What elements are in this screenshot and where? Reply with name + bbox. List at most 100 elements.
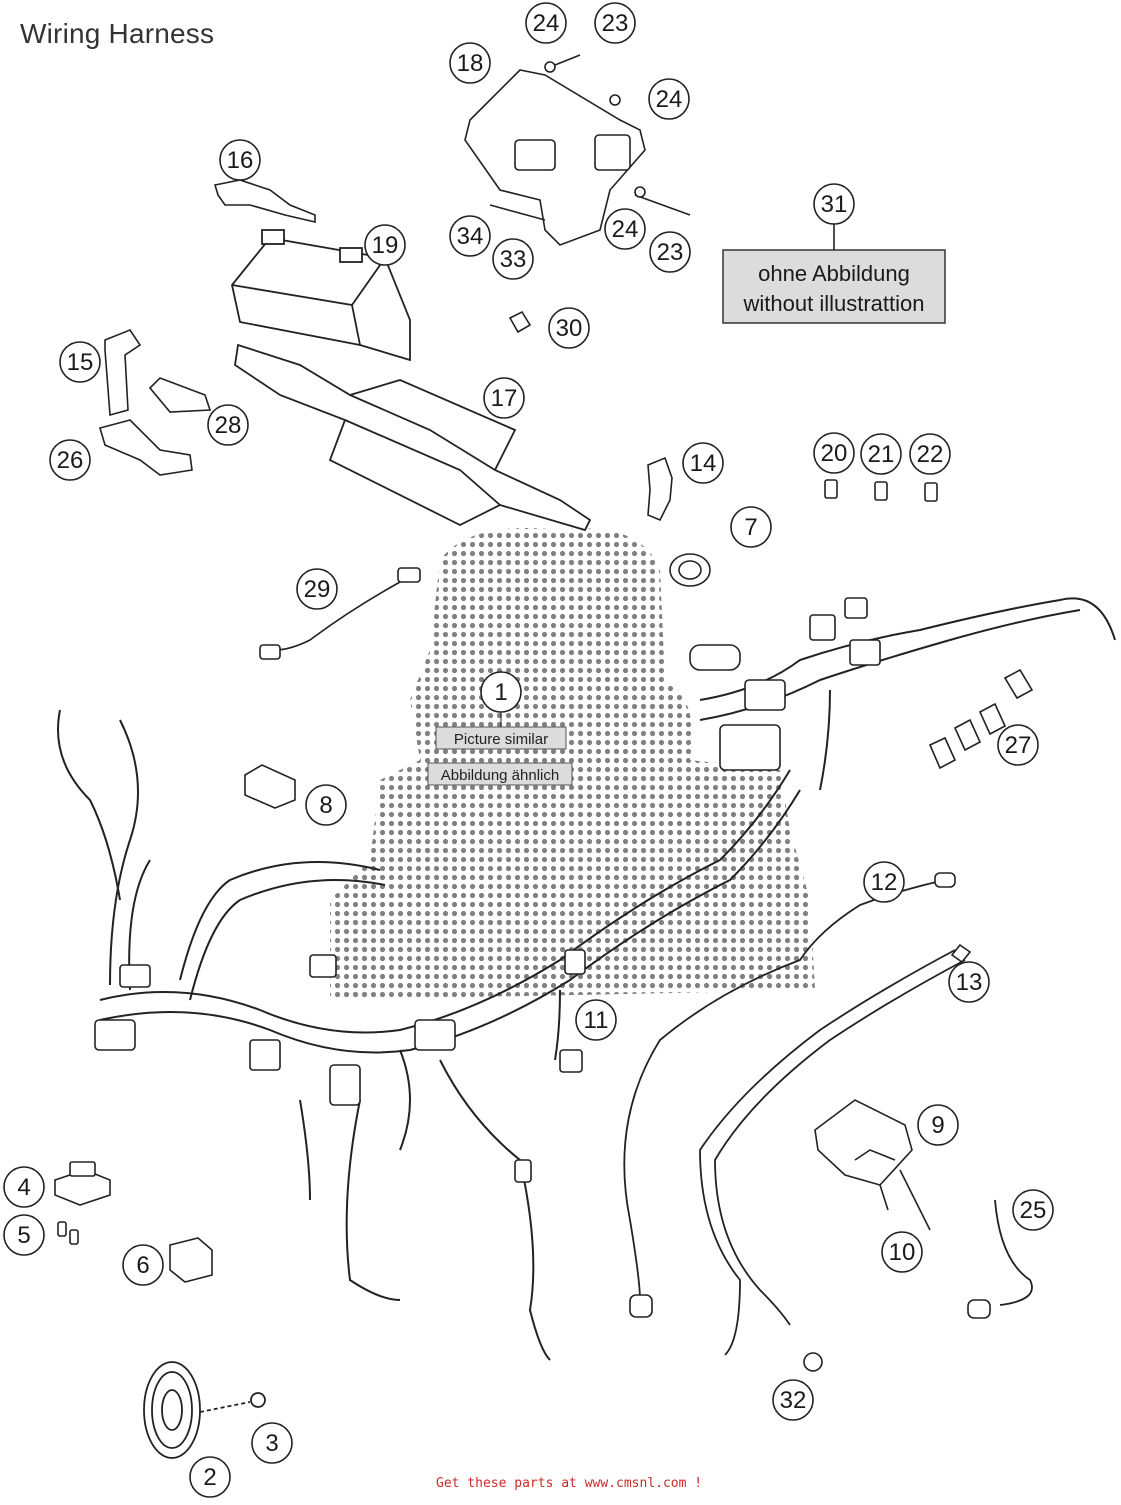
callout-19: 19 [364, 224, 406, 266]
cable-parts [623, 879, 1033, 1356]
callout-29: 29 [296, 568, 338, 610]
callout-label: 24 [656, 86, 683, 113]
callout-24b: 24 [648, 78, 690, 120]
callout-label: 22 [917, 441, 944, 468]
note-box: ohne Abbildung without illustrattion [722, 249, 946, 324]
callout-label: 21 [868, 441, 895, 468]
callout-label: 29 [304, 576, 331, 603]
callout-label: 30 [556, 315, 583, 342]
callout-30: 30 [548, 307, 590, 349]
callout-label: 31 [821, 191, 848, 218]
svg-text:Abbildung ähnlich: Abbildung ähnlich [441, 767, 559, 784]
callout-3: 3 [251, 1422, 293, 1464]
svg-text:ohne Abbildung: ohne Abbildung [758, 261, 910, 286]
callout-8: 8 [305, 784, 347, 826]
callout-12: 12 [863, 861, 905, 903]
callout-label: 10 [889, 1239, 916, 1266]
callout-23a: 23 [594, 2, 636, 44]
callout-26: 26 [49, 439, 91, 481]
callout-24c: 24 [604, 208, 646, 250]
callout-label: 15 [67, 349, 94, 376]
battery-part [231, 229, 411, 362]
callout-16: 16 [219, 139, 261, 181]
callout-20: 20 [813, 432, 855, 474]
callout-1: 1 [480, 671, 522, 713]
callout-10: 10 [881, 1231, 923, 1273]
clip-30-part [508, 310, 532, 334]
fuse-parts [824, 479, 938, 502]
sensor-parts [647, 456, 711, 587]
callout-32: 32 [772, 1379, 814, 1421]
callout-25: 25 [1012, 1189, 1054, 1231]
callout-label: 32 [780, 1387, 807, 1414]
callout-label: 5 [17, 1222, 30, 1249]
callout-4: 4 [3, 1166, 45, 1208]
callout-31: 31 [813, 183, 855, 225]
callout-label: 23 [657, 239, 684, 266]
callout-label: 23 [602, 10, 629, 37]
callout-9: 9 [917, 1104, 959, 1146]
svg-text:without illustrattion: without illustrattion [743, 291, 925, 316]
callout-label: 24 [612, 216, 639, 243]
harness-connectors [94, 597, 881, 1183]
callout-label: 24 [533, 10, 560, 37]
callout-17: 17 [483, 377, 525, 419]
page-title: Wiring Harness [20, 18, 215, 49]
callout-label: 16 [227, 147, 254, 174]
callout-24a: 24 [525, 2, 567, 44]
callout-23b: 23 [649, 231, 691, 273]
callout-27: 27 [997, 724, 1039, 766]
callout-label: 13 [956, 969, 983, 996]
callout-label: 11 [584, 1007, 609, 1034]
callout-5: 5 [3, 1214, 45, 1256]
battery-holder-part [234, 343, 592, 532]
regulator-part [814, 1099, 931, 1231]
connector-set-27 [928, 668, 1034, 770]
callout-label: 9 [931, 1112, 944, 1139]
callout-label: 3 [265, 1430, 278, 1457]
callout-label: 4 [17, 1174, 30, 1201]
svg-text:Picture similar: Picture similar [454, 731, 548, 748]
callout-15: 15 [59, 341, 101, 383]
relay-8-part [244, 764, 296, 809]
callout-label: 1 [494, 679, 507, 706]
callout-label: 18 [457, 50, 484, 77]
callout-7: 7 [730, 506, 772, 548]
callout-22: 22 [909, 433, 951, 475]
horn-part [143, 1361, 266, 1459]
sensor-cable-part [259, 567, 421, 660]
callout-label: 6 [136, 1252, 149, 1279]
bracket-assembly-part [464, 54, 691, 246]
callout-label: 19 [372, 232, 399, 259]
callout-label: 28 [215, 412, 242, 439]
callout-label: 20 [821, 440, 848, 467]
callout-11: 11 [575, 999, 617, 1041]
callout-13: 13 [948, 961, 990, 1003]
callout-34: 34 [449, 215, 491, 257]
callout-label: 27 [1005, 732, 1032, 759]
callout-label: 26 [57, 447, 84, 474]
callout-label: 25 [1020, 1197, 1047, 1224]
callout-label: 34 [457, 223, 484, 250]
callout-21: 21 [860, 433, 902, 475]
callout-18: 18 [449, 42, 491, 84]
relay-parts [54, 1161, 213, 1283]
callout-6: 6 [122, 1244, 164, 1286]
callout-label: 7 [744, 514, 757, 541]
footer-link[interactable]: Get these parts at www.cmsnl.com ! [436, 1476, 703, 1491]
callout-label: 17 [491, 385, 518, 412]
cable-ends [629, 872, 991, 1372]
callout-label: 2 [203, 1464, 216, 1491]
callout-label: 14 [690, 450, 717, 477]
mounting-brackets [99, 179, 316, 476]
center-labels: Picture similar Abbildung ähnlich [427, 712, 573, 786]
callout-label: 8 [319, 792, 332, 819]
callout-14: 14 [682, 442, 724, 484]
callout-label: 33 [500, 246, 527, 273]
callout-28: 28 [207, 404, 249, 446]
callout-33: 33 [492, 238, 534, 280]
callout-2: 2 [189, 1456, 231, 1498]
